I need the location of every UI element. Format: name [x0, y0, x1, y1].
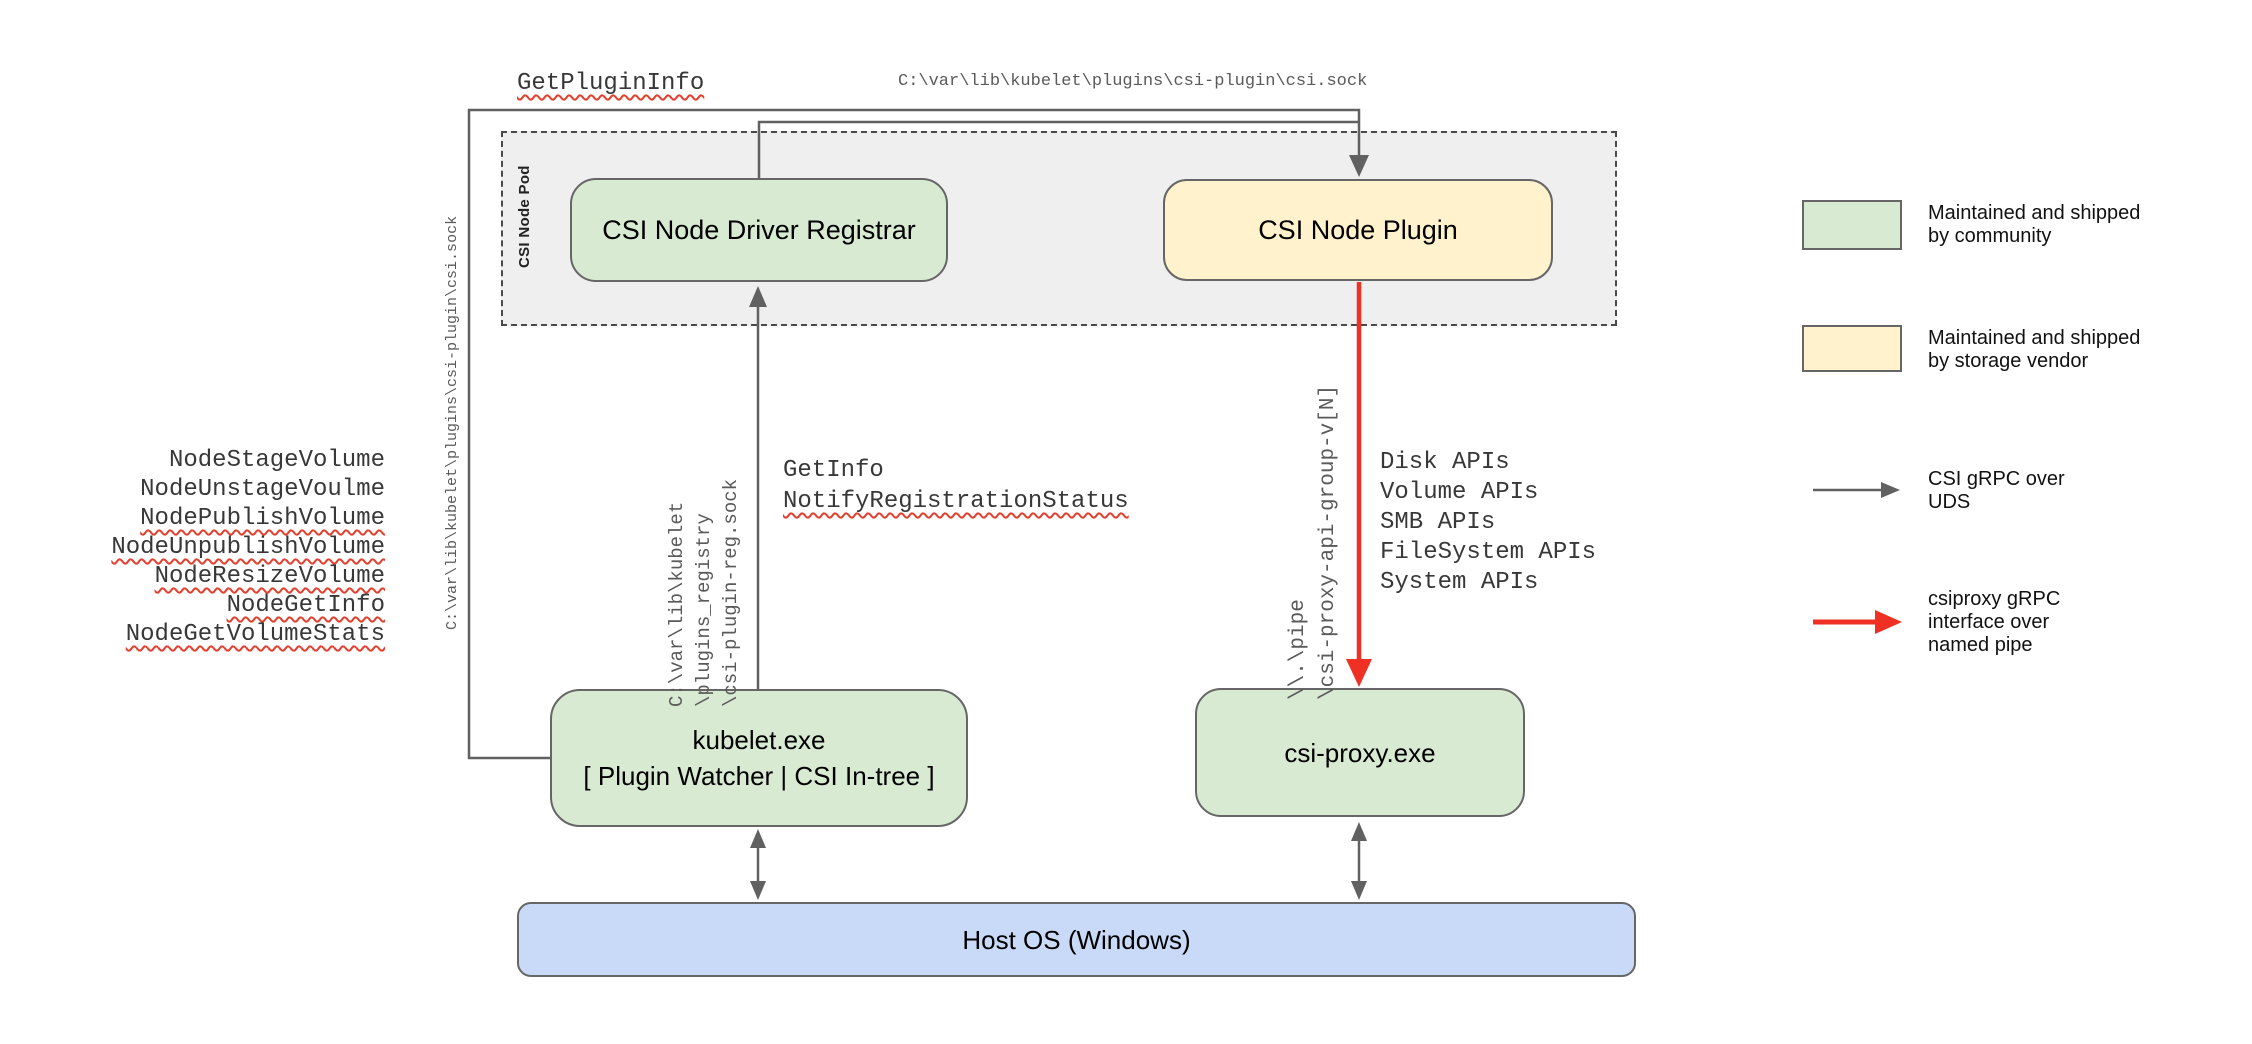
api-call: System APIs	[1380, 569, 1539, 596]
label-csi-sock-path-vertical: C:\var\lib\kubelet\plugins\csi-plugin\cs…	[444, 215, 461, 630]
label-getplugininfo: GetPluginInfo	[517, 70, 705, 97]
node-call: NodePublishVolume	[60, 504, 385, 533]
legend-label-uds: CSI gRPC over UDS	[1928, 468, 2065, 513]
node-call: NodeUnpublishVolume	[60, 533, 385, 562]
kubelet-box: kubelet.exe [ Plugin Watcher | CSI In-tr…	[550, 689, 968, 827]
arrowhead-down-hostos-right	[1351, 881, 1367, 900]
proxy-api-list: Disk APIs Volume APIs SMB APIs FileSyste…	[1380, 448, 1596, 598]
api-call: Volume APIs	[1380, 479, 1539, 506]
csi-node-driver-registrar-box: CSI Node Driver Registrar	[570, 178, 948, 282]
kubelet-line1: kubelet.exe	[692, 725, 826, 755]
kubelet-label: kubelet.exe [ Plugin Watcher | CSI In-tr…	[583, 722, 934, 794]
label-getinfo: GetInfo	[783, 457, 884, 484]
node-call-list: NodeStageVolume NodeUnstageVoulme NodePu…	[60, 446, 385, 649]
node-call: NodeGetVolumeStats	[60, 620, 385, 649]
api-call: Disk APIs	[1380, 449, 1510, 476]
legend-uds-arrowhead	[1881, 482, 1900, 498]
csi-node-pod-label: CSI Node Pod	[516, 165, 533, 268]
node-call-text: NodePublishVolume	[140, 505, 385, 532]
node-call: NodeStageVolume	[168, 447, 385, 474]
legend-swatch-community	[1802, 200, 1902, 250]
arrowhead-up-kubelet	[750, 829, 766, 848]
registrar-to-plugin-line	[757, 120, 1358, 178]
label-notifyregistrationstatus: NotifyRegistrationStatus	[783, 486, 1129, 517]
node-call-text: NodeResizeVolume	[154, 563, 385, 590]
legend-pipe-arrowhead	[1875, 610, 1902, 634]
node-call: NodeUnstageVoulme	[140, 476, 385, 503]
arrowhead-into-registrar	[749, 286, 767, 307]
arrowhead-into-plugin	[1349, 155, 1369, 177]
kubelet-line2: [ Plugin Watcher | CSI In-tree ]	[583, 761, 935, 791]
label-registration-sock-path: C:\var\lib\kubelet \plugins_registry \cs…	[666, 478, 742, 707]
node-call-text: NodeGetVolumeStats	[125, 621, 385, 648]
label-csi-sock-path-top: C:\var\lib\kubelet\plugins\csi-plugin\cs…	[898, 72, 1368, 91]
red-arrowhead-into-csiproxy	[1346, 659, 1372, 687]
arrowhead-down-hostos-left	[750, 881, 766, 900]
label-named-pipe-path: \\.\pipe \csi-proxy-api-group-v[N]	[1287, 384, 1340, 700]
node-call: NodeGetInfo	[60, 591, 385, 620]
api-call: FileSystem APIs	[1380, 539, 1597, 566]
registration-call-list: GetInfo NotifyRegistrationStatus	[783, 455, 1129, 517]
legend-label-pipe: csiproxy gRPC interface over named pipe	[1928, 588, 2061, 656]
node-call-text: NodeUnpublishVolume	[111, 534, 385, 561]
node-call-text: NodeGetInfo	[226, 592, 385, 619]
csi-node-plugin-box: CSI Node Plugin	[1163, 179, 1553, 281]
arrowhead-up-csiproxy	[1351, 822, 1367, 841]
node-call: NodeResizeVolume	[60, 562, 385, 591]
legend-label-community: Maintained and shipped by community	[1928, 202, 2141, 247]
label-notifyregistrationstatus-text: NotifyRegistrationStatus	[783, 488, 1129, 515]
api-call: SMB APIs	[1380, 509, 1496, 536]
legend-swatch-vendor	[1802, 325, 1902, 372]
host-os-box: Host OS (Windows)	[517, 902, 1636, 977]
csi-proxy-box: csi-proxy.exe	[1195, 688, 1525, 817]
legend-label-vendor: Maintained and shipped by storage vendor	[1928, 327, 2141, 372]
kubelet-to-plugin-line	[467, 108, 1361, 760]
